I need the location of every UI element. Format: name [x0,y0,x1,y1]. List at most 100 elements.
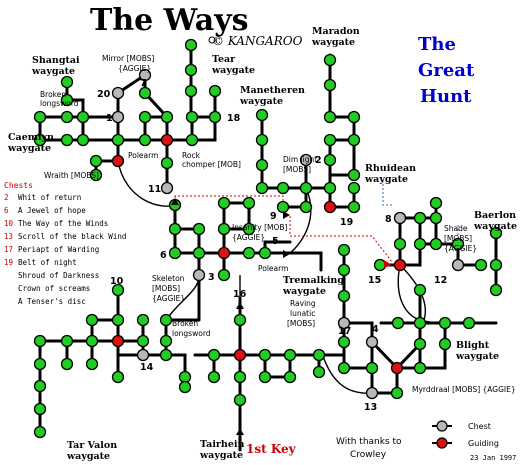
legend-guiding-icon [436,437,448,449]
label-dim-light: Dim light [283,155,317,164]
copyright-mark [208,36,216,44]
map-title: The Ways [90,3,249,38]
room-node [413,316,427,330]
chest-node [111,86,125,100]
label-broken-longsword-1: Broken [40,90,66,99]
num-6: 6 [160,250,167,261]
date-label: 23 Jan 1997 [470,454,516,462]
num-2: 2 [315,155,322,166]
num-17: 17 [338,326,351,337]
num-5: 5 [272,236,279,247]
subtitle-line-2: Great [418,60,475,81]
chest-node [365,386,379,400]
room-node [33,357,47,371]
label-shade-2: [MOBS] [444,234,472,243]
chest-item-name: Crown of screams [18,284,90,293]
arrows [171,198,392,435]
room-node [136,334,150,348]
waygate-baerlon: Baerlon [474,210,516,221]
guiding-node [111,154,125,168]
guiding-node [111,334,125,348]
subtitle-line-3: Hunt [420,86,472,107]
label-wraith: Wraith [MOBS] [44,171,99,180]
room-node [429,196,443,210]
guiding-node [393,258,407,272]
room-node [159,334,173,348]
room-node [347,181,361,195]
room-node [323,133,337,147]
label-shade-3: {AGGIE} [444,244,477,253]
waygate-blight: Blight [456,340,490,351]
chest-list-item: Crown of screams [18,284,90,293]
label-skeleton: Skeleton [152,274,185,283]
room-node [89,154,103,168]
waygate-manetheren-2: waygate [239,96,283,107]
room-node [489,226,503,240]
node-numbers: 20 7 1 18 11 2 9 6 5 19 8 15 12 10 3 16 … [97,78,447,413]
room-node [85,334,99,348]
chest-node [393,211,407,225]
room-node [208,84,222,98]
room-node [323,153,337,167]
room-node [323,53,337,67]
room-node [207,370,221,384]
chest-node [451,258,465,272]
guiding-node [323,200,337,214]
room-node [258,370,272,384]
room-node [33,334,47,348]
room-node [283,370,297,384]
room-node [85,357,99,371]
room-node [413,283,427,297]
chest-item-name: A Jewel of hope [18,206,86,215]
room-node [138,86,152,100]
room-node [217,196,231,210]
chest-item-number: 10 [4,219,14,228]
room-node [233,313,247,327]
chest-item-name: A Tenser's disc [18,297,86,306]
waygate-shangtai-2: waygate [31,66,75,77]
room-node [33,110,47,124]
legend-guiding-label: Guiding [468,439,499,448]
waygate-caemlyn-2: waygate [7,143,51,154]
waygate-shangtai: Shangtai [32,55,80,66]
room-node [258,348,272,362]
chest-node [111,110,125,124]
room-node [233,393,247,407]
waygate-tear-2: waygate [211,65,255,76]
room-node [60,93,74,107]
guiding-node [390,361,404,375]
waygate-blight-2: waygate [455,351,499,362]
num-19: 19 [340,217,353,228]
chest-node [192,268,206,282]
room-node [413,337,427,351]
room-node [192,246,206,260]
room-node [60,357,74,371]
room-node [159,348,173,362]
map-credit: © KANGAROO [212,34,303,48]
room-node [413,361,427,375]
room-node [323,181,337,195]
room-node [85,313,99,327]
chest-item-name: Periapt of Warding [18,245,99,254]
waygate-tremalking: Tremalking [283,275,344,286]
room-node [168,222,182,236]
room-node [390,386,404,400]
room-node [429,211,443,225]
room-node [312,365,326,379]
waygate-tairhein-2: waygate [199,450,243,461]
room-node [489,258,503,272]
num-18: 18 [227,113,241,124]
thanks-line-2: Crowley [350,450,387,460]
label-skeleton-2: [MOBS] [152,284,180,293]
num-7: 7 [140,78,147,89]
room-node [451,237,465,251]
legend-chest-icon [436,420,448,432]
guiding-node [160,133,174,147]
room-node [258,246,272,260]
room-node [347,110,361,124]
